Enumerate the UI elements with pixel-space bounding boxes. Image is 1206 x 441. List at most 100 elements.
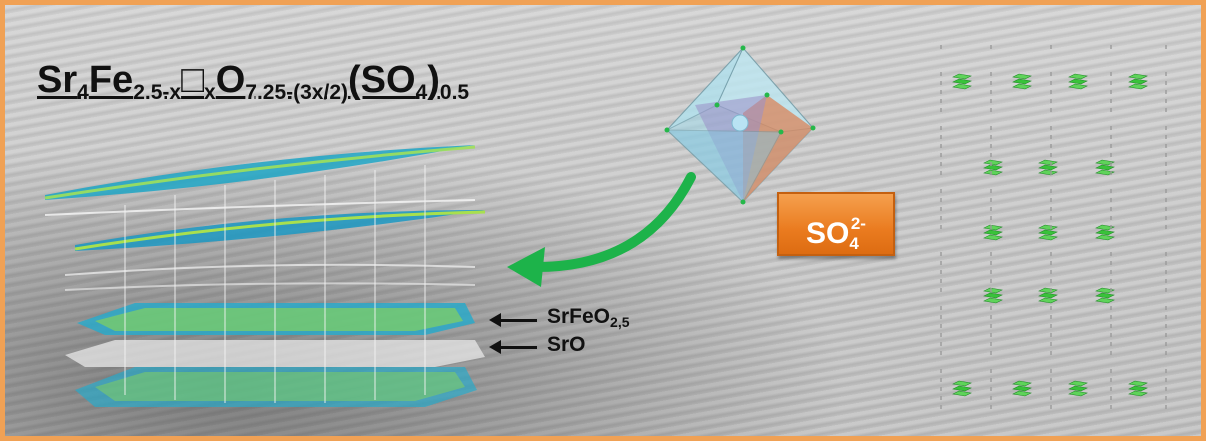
structure-dot <box>990 315 992 319</box>
structure-dot <box>1165 216 1167 220</box>
structure-dot <box>1110 189 1112 193</box>
structure-dot <box>990 162 992 166</box>
structure-dot <box>1165 207 1167 211</box>
structure-dot <box>1050 108 1052 112</box>
structure-dot <box>1110 306 1112 310</box>
structure-dot <box>940 279 942 283</box>
structure-dot <box>1110 279 1112 283</box>
structure-unit <box>983 287 1003 304</box>
structure-dot <box>940 396 942 400</box>
structure-dot <box>990 126 992 130</box>
structure-dot <box>1110 351 1112 355</box>
structure-unit <box>1068 73 1088 90</box>
structure-dot <box>940 252 942 256</box>
structure-unit <box>1012 380 1032 397</box>
structure-dot <box>1165 162 1167 166</box>
structure-dot <box>940 108 942 112</box>
structure-dot <box>990 144 992 148</box>
structure-dot <box>1050 324 1052 328</box>
structure-dot <box>1165 315 1167 319</box>
structure-dot <box>1050 207 1052 211</box>
structure-dot <box>1165 378 1167 382</box>
structure-dot <box>1110 81 1112 85</box>
structure-unit <box>1012 73 1032 90</box>
structure-dot <box>1110 135 1112 139</box>
structure-dot <box>1110 405 1112 409</box>
structure-dot <box>1165 324 1167 328</box>
structure-unit <box>1095 224 1115 241</box>
structure-dot <box>1050 288 1052 292</box>
structure-dot <box>1050 135 1052 139</box>
structure-dot <box>1050 378 1052 382</box>
structure-unit <box>983 159 1003 176</box>
structure-dot <box>1165 45 1167 49</box>
structure-dot <box>990 198 992 202</box>
structure-dot <box>1165 99 1167 103</box>
structure-dot <box>1050 261 1052 265</box>
structure-dot <box>1050 252 1052 256</box>
structure-dot <box>1050 90 1052 94</box>
structure-dot <box>990 387 992 391</box>
structure-dot <box>940 207 942 211</box>
structure-dot <box>990 270 992 274</box>
structure-dot <box>1165 153 1167 157</box>
structure-dot <box>1110 324 1112 328</box>
structure-dot <box>990 279 992 283</box>
structure-dot <box>1110 396 1112 400</box>
structure-unit <box>983 224 1003 241</box>
structure-dot <box>1110 99 1112 103</box>
structure-dot <box>1050 81 1052 85</box>
structure-dot <box>990 171 992 175</box>
structure-dot <box>1110 171 1112 175</box>
structure-dot <box>1050 405 1052 409</box>
structure-dot <box>1110 288 1112 292</box>
structure-dot <box>1165 342 1167 346</box>
structure-dot <box>1110 225 1112 229</box>
label-srfeo: SrFeO2,5 <box>547 305 630 330</box>
structure-dot <box>1110 270 1112 274</box>
structure-dot <box>940 261 942 265</box>
structure-dot <box>940 369 942 373</box>
structure-dot <box>990 405 992 409</box>
structure-dot <box>990 99 992 103</box>
structure-dot <box>1165 351 1167 355</box>
structure-dot <box>1165 144 1167 148</box>
structure-unit <box>1038 159 1058 176</box>
structure-dot <box>940 225 942 229</box>
structure-dot <box>990 261 992 265</box>
chemical-formula: Sr4Fe2.5-x□xO7.25-(3x/2)(SO4)0.5 <box>37 59 470 104</box>
structure-dot <box>1050 144 1052 148</box>
structure-dot <box>1110 198 1112 202</box>
layer-stack <box>44 145 486 407</box>
structure-dot <box>990 342 992 346</box>
structure-dot <box>990 306 992 310</box>
structure-dot <box>1050 387 1052 391</box>
structure-dot <box>1165 387 1167 391</box>
structure-dot <box>1165 189 1167 193</box>
sheet-second <box>75 210 485 251</box>
structure-dot <box>1050 225 1052 229</box>
structure-dot <box>990 108 992 112</box>
structure-dot <box>1165 81 1167 85</box>
structure-dot <box>1110 90 1112 94</box>
structure-dot <box>940 342 942 346</box>
structure-dot <box>940 378 942 382</box>
structure-unit <box>952 73 972 90</box>
insertion-arrow <box>507 172 696 287</box>
structure-dot <box>990 333 992 337</box>
structure-unit <box>1095 287 1115 304</box>
label-sro: SrO <box>547 333 586 356</box>
structure-dot <box>990 396 992 400</box>
structure-dot <box>940 315 942 319</box>
structure-dot <box>940 351 942 355</box>
structure-dot <box>940 405 942 409</box>
structure-dot <box>940 288 942 292</box>
structure-dot <box>1050 279 1052 283</box>
structure-dot <box>990 207 992 211</box>
structure-dot <box>1050 126 1052 130</box>
structure-unit <box>1128 380 1148 397</box>
structure-dot <box>990 216 992 220</box>
structure-dot <box>990 90 992 94</box>
structure-dot <box>1110 144 1112 148</box>
sulfate-octahedron-icon <box>664 45 816 205</box>
